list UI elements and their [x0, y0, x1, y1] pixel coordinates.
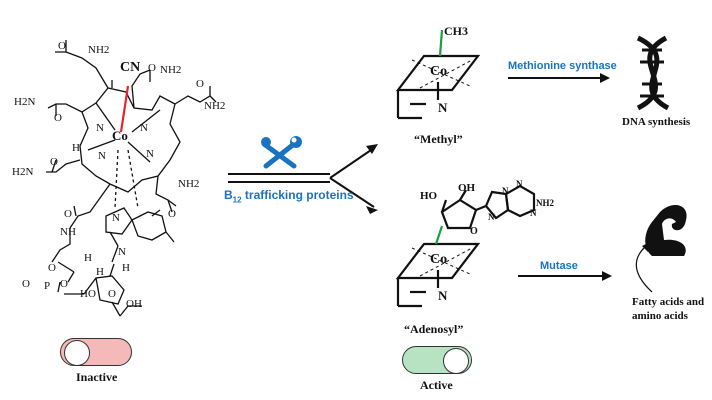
wrench-screwdriver-icon: [261, 141, 297, 169]
molecule-group-label: O: [22, 278, 30, 290]
molecule-group-label: NH2: [204, 100, 226, 112]
molecule-group-label: N: [112, 212, 120, 224]
methyl-cofactor: [395, 54, 481, 120]
molecule-group-label: N: [96, 122, 104, 134]
arrow-caption-rest: trafficking proteins: [241, 188, 354, 202]
adenosyl-o: O: [470, 226, 478, 237]
methyl-caption: “Methyl”: [414, 132, 463, 146]
adenosyl-ho: HO: [420, 190, 438, 202]
molecule-group-label: O: [58, 40, 66, 52]
mutase-label: Mutase: [540, 260, 578, 272]
co-adenosyl-bond: [434, 225, 444, 245]
molecule-group-label: O: [196, 78, 204, 90]
molecule-group-label: O: [108, 288, 116, 300]
molecule-group-label: O: [148, 62, 156, 74]
b12-skeleton: [46, 40, 217, 317]
molecule-group-label: H: [72, 142, 80, 154]
molecule-group-label: H: [122, 262, 130, 274]
adenosyl-caption: “Adenosyl”: [404, 322, 464, 336]
molecule-group-label: H: [84, 252, 92, 264]
adenosyl-nh2: NH2: [536, 198, 554, 208]
flexed-arm-icon: [645, 205, 687, 256]
split-arrow: [228, 147, 375, 208]
molecule-group-label: N: [146, 148, 154, 160]
adenosyl-n4: N: [488, 212, 495, 222]
molecule-group-label: O: [54, 112, 62, 124]
molecule-group-label: N: [140, 122, 148, 134]
amino-acids-label: amino acids: [632, 310, 688, 322]
molecule-group-label: O: [60, 278, 68, 290]
molecule-group-label: O: [64, 208, 72, 220]
molecule-group-label: P: [44, 280, 51, 292]
co-methyl-bond: [438, 29, 444, 57]
molecule-group-label: H: [96, 266, 104, 278]
molecule-group-label: O: [48, 262, 56, 274]
methyl-co: Co: [430, 64, 448, 79]
active-toggle: [402, 346, 472, 374]
fatty-acids-label: Fatty acids and: [632, 296, 705, 308]
adenosyl-cofactor: [395, 184, 536, 308]
arrow-caption-b: B: [224, 188, 233, 202]
molecule-group-label: NH2: [88, 44, 110, 56]
adenosyl-oh: OH: [458, 182, 476, 194]
molecule-group-label: N: [118, 246, 126, 258]
molecule-group-label: NH2: [178, 178, 200, 190]
active-label: Active: [420, 378, 453, 392]
methyl-ch3: CH3: [444, 24, 468, 38]
methionine-synthase-label: Methionine synthase: [508, 60, 617, 72]
adenosyl-n: N: [438, 288, 448, 303]
molecule-group-label: NH2: [160, 64, 182, 76]
molecule-group-label: O: [168, 208, 176, 220]
molecule-group-label: H2N: [14, 96, 36, 108]
adenosyl-n3: N: [530, 208, 537, 218]
cn-label: CN: [120, 60, 141, 75]
adenosyl-n2: N: [502, 186, 509, 196]
molecule-group-label: NH: [60, 226, 76, 238]
adenosyl-co: Co: [430, 252, 448, 267]
arrow-caption-sub: 12: [232, 195, 242, 205]
dna-synthesis-label: DNA synthesis: [622, 116, 691, 128]
adenosyl-n1: N: [516, 179, 523, 189]
inactive-toggle-knob: [64, 340, 90, 366]
curved-arrow: [635, 245, 653, 293]
molecule-group-label: N: [98, 150, 106, 162]
molecule-group-label: O: [50, 156, 58, 168]
co-cn-bond: [119, 85, 130, 133]
molecule-group-label: H2N: [12, 166, 34, 178]
arrow-caption: B12 trafficking proteins: [224, 188, 354, 204]
inactive-toggle: [60, 338, 132, 366]
molecule-group-label: OH: [126, 298, 142, 310]
molecule-group-label: HO: [80, 288, 96, 300]
methyl-n: N: [438, 100, 448, 115]
co-label: Co: [112, 128, 128, 143]
active-toggle-knob: [443, 348, 469, 374]
inactive-label: Inactive: [76, 370, 118, 384]
dna-helix-icon: [636, 35, 670, 111]
